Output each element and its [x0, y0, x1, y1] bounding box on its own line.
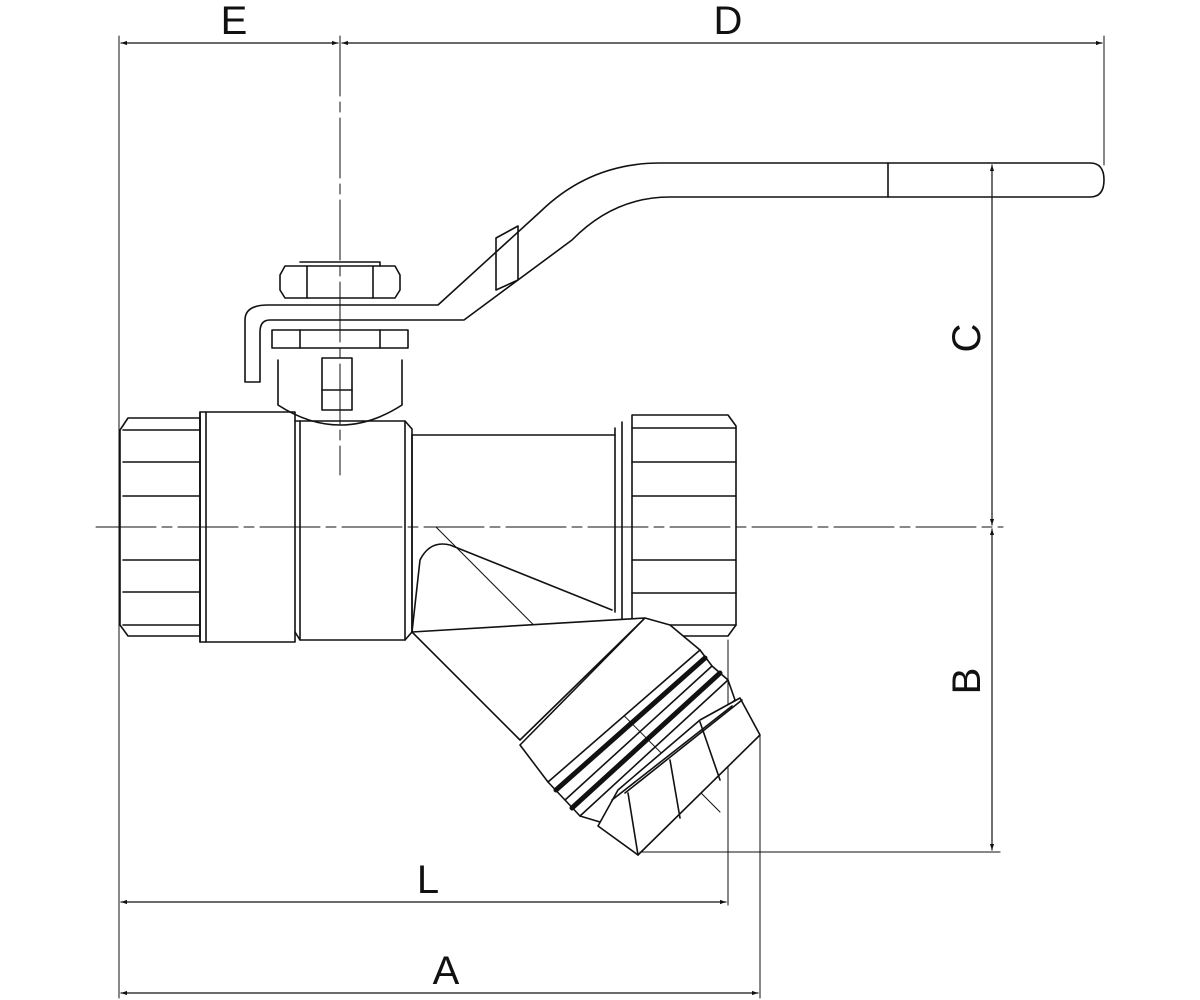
extension-lines: [118, 35, 1105, 999]
dim-label-B: B: [945, 668, 989, 695]
lever-handle: [244, 162, 1105, 383]
dim-label-L: L: [417, 858, 439, 902]
dim-label-A: A: [433, 949, 460, 993]
right-body: [411, 421, 623, 633]
dimension-lines: [120, 40, 1103, 996]
dim-label-C: C: [945, 324, 989, 353]
valve-body: [199, 357, 413, 643]
right-hex-nut: [631, 414, 737, 637]
strainer-cap: [597, 697, 1001, 856]
dim-label-E: E: [221, 0, 248, 43]
dim-label-D: D: [714, 0, 743, 43]
stem-nut: [271, 261, 409, 349]
